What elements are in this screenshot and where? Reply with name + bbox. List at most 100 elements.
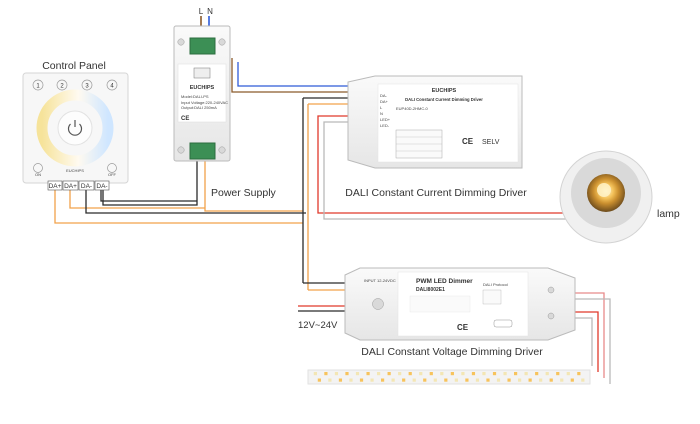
led-chip xyxy=(581,378,585,382)
power-supply-spec-2: Output:DALI 250mA xyxy=(181,105,217,110)
zone-button-3[interactable] xyxy=(81,79,93,91)
led-chip xyxy=(486,378,490,382)
cv-driver-spec-b xyxy=(482,289,502,305)
wire-cp-da3 xyxy=(85,190,306,214)
lamp-cob-highlight xyxy=(597,183,611,197)
off-button[interactable] xyxy=(107,163,117,173)
power-icon xyxy=(67,123,83,136)
led-chip xyxy=(429,372,433,376)
led-chip xyxy=(535,372,539,376)
color-temperature-ring[interactable] xyxy=(36,89,114,167)
power-supply: L N EUCHIPS Model:DALI-PS Input Voltage:… xyxy=(173,7,277,199)
led-chip xyxy=(366,372,370,376)
wire-cv-out-red xyxy=(566,292,605,378)
led-chip xyxy=(440,372,444,376)
led-chip xyxy=(381,378,385,382)
wire-ps-out-black xyxy=(102,160,198,206)
led-chip xyxy=(545,372,549,376)
zone-label-4: 4 xyxy=(110,84,114,90)
cv-driver: INPUT 12-24VDC PWM LED Dimmer DALI8002E1… xyxy=(298,267,576,358)
wires xyxy=(54,16,611,384)
led-chip xyxy=(496,378,501,382)
cv-voltage-label: 12V~24V xyxy=(298,320,338,331)
led-chip xyxy=(570,378,574,382)
led-chip xyxy=(317,378,321,382)
terminal-4 xyxy=(94,180,110,191)
terminal-label-4: DA- xyxy=(96,183,107,190)
led-chip xyxy=(433,378,437,382)
terminal-label-2: DA+ xyxy=(64,183,77,190)
cc-terminal-2: DA+ xyxy=(380,99,389,104)
led-chip xyxy=(549,378,553,382)
cv-driver-title: PWM LED Dimmer xyxy=(416,278,473,285)
cc-driver-brand: EUCHIPS xyxy=(432,88,457,94)
input-l-label: L xyxy=(199,7,204,16)
led-chip xyxy=(566,372,570,376)
led-chip xyxy=(402,378,406,382)
power-supply-caption: Power Supply xyxy=(211,187,277,199)
led-chip xyxy=(349,378,353,382)
control-panel: Control Panel 1 2 3 4 ON OFF EUCHIPS DA+… xyxy=(22,60,129,191)
mount-hole-tl xyxy=(177,38,185,46)
led-chip xyxy=(328,378,332,382)
led-chip xyxy=(419,372,423,376)
bottom-terminal-block xyxy=(189,142,216,160)
zone-label-2: 2 xyxy=(60,84,64,90)
led-strip xyxy=(307,369,591,385)
zone-button-2[interactable] xyxy=(56,79,68,91)
led-chip xyxy=(503,372,507,376)
wire-cc-led-grey xyxy=(323,121,590,220)
cv-driver-protocol: DALI Protocol xyxy=(483,282,508,287)
lamp-label: lamp xyxy=(657,208,680,220)
led-chip xyxy=(518,378,522,382)
led-chip xyxy=(408,372,412,376)
ce-mark: CE xyxy=(181,116,189,122)
terminal-label-3: DA- xyxy=(81,183,92,190)
led-chip xyxy=(465,378,469,382)
cv-mount-hole-left xyxy=(372,298,384,310)
led-chip xyxy=(377,372,381,376)
power-supply-brand: EUCHIPS xyxy=(190,85,215,91)
input-n-label: N xyxy=(207,7,213,16)
led-chip xyxy=(524,372,528,376)
power-supply-spec-1: Input Voltage:220-240VAC xyxy=(181,100,228,105)
zone-label-1: 1 xyxy=(36,84,40,90)
mount-hole-bl xyxy=(177,146,185,154)
led-chip xyxy=(461,372,465,376)
center-knob[interactable] xyxy=(57,110,93,146)
cc-driver-model: EUP40D-2HMC-0 xyxy=(396,106,429,111)
led-chip xyxy=(387,372,391,376)
cv-ce-mark: CE xyxy=(457,323,469,332)
terminal-3 xyxy=(78,180,95,191)
control-panel-terminals: DA+ DA+ DA- DA- xyxy=(47,180,110,191)
led-chip xyxy=(444,378,448,382)
wire-cp-da2 xyxy=(69,190,205,209)
led-chip xyxy=(450,372,454,376)
wire-cv-out-grey xyxy=(566,298,611,384)
lamp: lamp xyxy=(559,150,680,244)
cc-terminal-3: L xyxy=(380,105,383,110)
cc-terminal-5: LED+ xyxy=(380,117,391,122)
cv-driver-input: INPUT 12-24VDC xyxy=(364,278,396,283)
led-chip xyxy=(345,372,349,376)
led-chip xyxy=(514,372,518,376)
led-chip xyxy=(577,372,581,376)
zone-button-4[interactable] xyxy=(106,79,118,91)
led-chip xyxy=(370,378,374,382)
cc-driver-title: DALI Constant Current Dimming Driver xyxy=(405,97,483,102)
terminal-1 xyxy=(47,180,63,191)
top-terminal-block xyxy=(189,37,216,55)
zone-button-1[interactable] xyxy=(32,79,44,91)
cc-selv-mark: SELV xyxy=(482,139,500,146)
on-button[interactable] xyxy=(33,163,43,173)
wire-cp-da4 xyxy=(100,190,197,202)
led-chip xyxy=(560,378,564,382)
led-chip xyxy=(482,372,486,376)
off-label: OFF xyxy=(108,172,117,177)
led-chip xyxy=(412,378,416,382)
power-supply-model: Model:DALI-PS xyxy=(181,94,209,99)
cc-driver-caption: DALI Constant Current Dimming Driver xyxy=(345,187,527,199)
cv-driver-caption: DALI Constant Voltage Dimming Driver xyxy=(361,346,543,358)
led-chip xyxy=(338,378,343,382)
led-chip xyxy=(556,372,560,376)
